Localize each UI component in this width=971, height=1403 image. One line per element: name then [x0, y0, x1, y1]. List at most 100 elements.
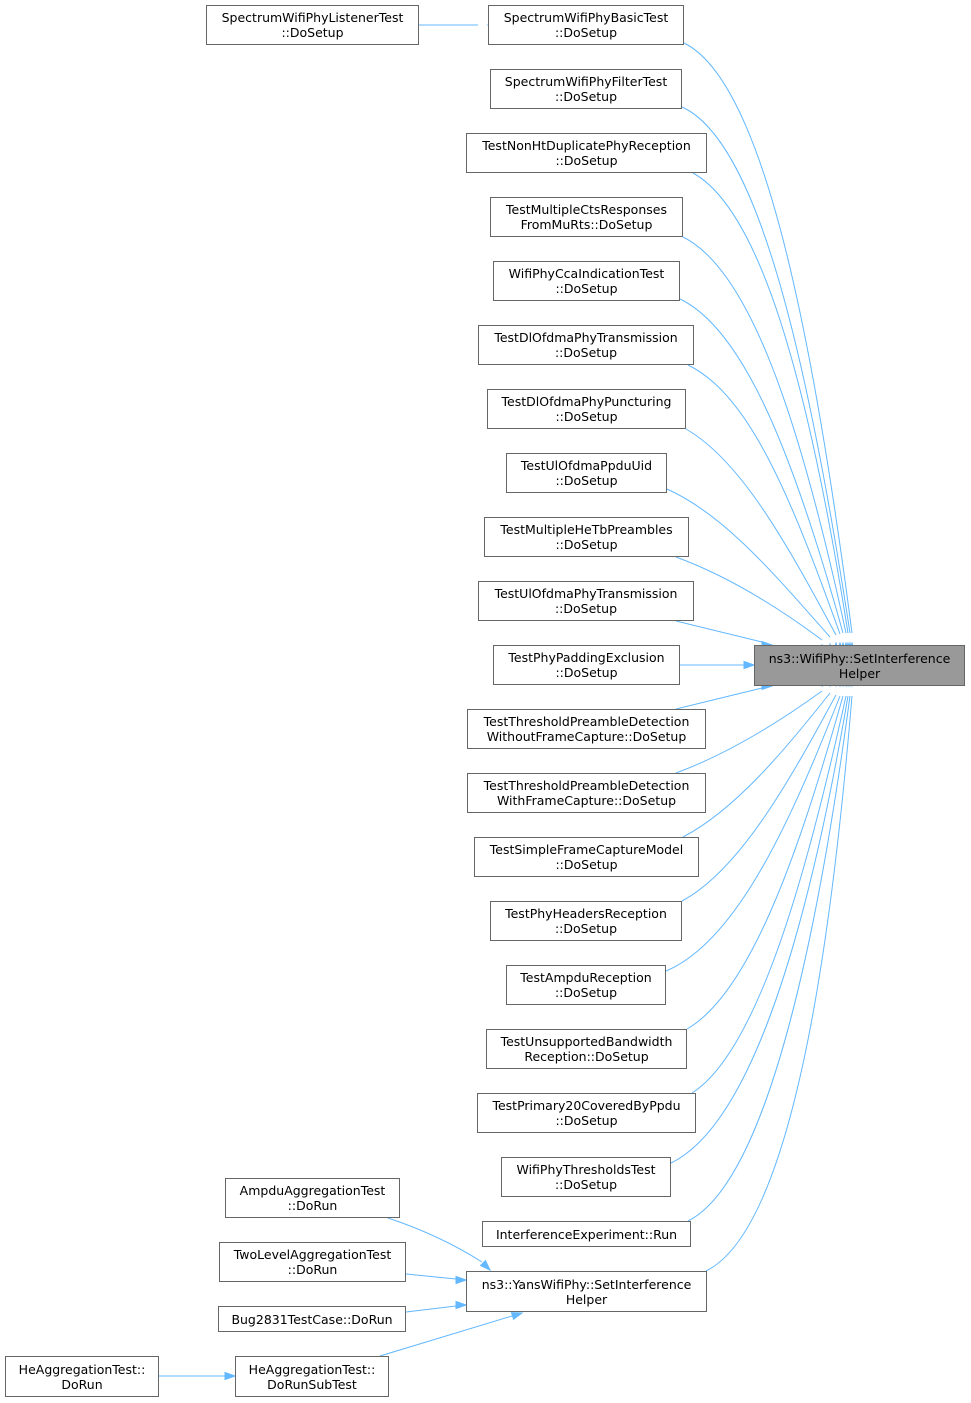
node-label-line-2: ::DoSetup [555, 857, 618, 872]
edge-line [691, 695, 847, 1094]
edge-unsupported-bandwidth-to-target [686, 675, 848, 1030]
edge-line [682, 692, 831, 838]
node-label-line-1: TestNonHtDuplicatePhyReception [482, 138, 691, 153]
edge-line [681, 106, 851, 634]
node-label-line-1: HeAggregationTest:: [248, 1361, 376, 1377]
node-interference-experiment[interactable]: InterferenceExperiment::Run [482, 1221, 691, 1247]
node-label-line-2: ::DoSetup [554, 1177, 618, 1192]
node-label-line-1: TestThresholdPreambleDetection [483, 714, 690, 729]
node-label-line-1: ns3::YansWifiPhy::SetInterference [481, 1276, 692, 1292]
node-primary20-covered[interactable]: TestPrimary20CoveredByPpdu ::DoSetup [477, 1093, 696, 1133]
node-label-line-2: ::DoSetup [555, 409, 618, 424]
node-label-line-1: TestUlOfdmaPpduUid [520, 458, 653, 473]
node-label-line-1: TestAmpduReception [520, 970, 652, 985]
node-label-line-2: Helper [838, 665, 881, 681]
edge-line [666, 488, 831, 638]
node-label-line-2: ::DoRun [287, 1198, 338, 1213]
node-ul-ofdma-transmission[interactable]: TestUlOfdmaPhyTransmission ::DoSetup [478, 581, 694, 621]
node-label-line-2: ::DoSetup [281, 25, 344, 40]
node-label-line-2: ::DoSetup [555, 473, 618, 488]
node-label-line-2: ::DoSetup [554, 345, 618, 360]
node-unsupported-bandwidth[interactable]: TestUnsupportedBandwidth Reception::DoSe… [486, 1029, 687, 1069]
edge-line [405, 1273, 457, 1280]
edge-spectrum-filter-to-target [681, 106, 855, 654]
node-label-line-2: ::DoSetup [555, 665, 618, 680]
node-label-line-1: TestPhyHeadersReception [505, 906, 667, 921]
edge-line [679, 298, 844, 634]
node-label-line-1: TestDlOfdmaPhyTransmission [494, 330, 678, 345]
node-he-aggregation-run[interactable]: HeAggregationTest:: DoRun [5, 1356, 159, 1397]
node-simple-frame-capture[interactable]: TestSimpleFrameCaptureModel ::DoSetup [474, 837, 699, 877]
node-label-line-2: ::DoRun [287, 1262, 338, 1277]
node-label-line-2: ::DoSetup [555, 1113, 618, 1128]
node-spectrum-filter[interactable]: SpectrumWifiPhyFilterTest ::DoSetup [490, 69, 682, 109]
node-spectrum-basic[interactable]: SpectrumWifiPhyBasicTest ::DoSetup [488, 5, 684, 45]
arrowhead-icon [479, 1259, 492, 1272]
node-ul-ofdma-ppdu-uid[interactable]: TestUlOfdmaPpduUid ::DoSetup [506, 453, 667, 493]
edge-primary20-covered-to-target [691, 675, 851, 1094]
node-label-line-2: DoRun [61, 1376, 103, 1392]
edge-line [687, 364, 841, 635]
edge-ampdu-aggregation-to-yans [387, 1217, 492, 1272]
node-label-line-1: WifiPhyCcaIndicationTest [508, 266, 665, 281]
edge-yans-set-interference-to-target [705, 675, 857, 1272]
node-label-line-2: ::DoSetup [554, 921, 618, 936]
edge-padding-exclusion-to-target [680, 660, 756, 670]
node-cca-indication[interactable]: WifiPhyCcaIndicationTest ::DoSetup [493, 261, 680, 301]
arrowhead-icon [455, 1300, 468, 1310]
node-label-line-1: Bug2831TestCase::DoRun [231, 1311, 393, 1327]
edge-line [681, 694, 837, 902]
node-label-line-1: TestMultipleCtsResponses [506, 202, 667, 217]
node-label-line-1: TestPrimary20CoveredByPpdu [492, 1098, 681, 1113]
node-dl-ofdma-puncturing[interactable]: TestDlOfdmaPhyPuncturing ::DoSetup [487, 389, 686, 429]
node-two-level-aggregation[interactable]: TwoLevelAggregationTest ::DoRun [219, 1242, 406, 1282]
node-dl-ofdma-transmission[interactable]: TestDlOfdmaPhyTransmission ::DoSetup [478, 325, 694, 365]
edge-ul-ofdma-ppdu-uid-to-target [666, 488, 835, 655]
node-bug2831[interactable]: Bug2831TestCase::DoRun [218, 1306, 406, 1332]
node-threshold-with-capture[interactable]: TestThresholdPreambleDetection WithFrame… [467, 773, 706, 813]
node-phy-headers-reception[interactable]: TestPhyHeadersReception ::DoSetup [490, 901, 682, 941]
node-multiple-he-tb[interactable]: TestMultipleHeTbPreambles ::DoSetup [484, 517, 689, 557]
node-threshold-without-capture[interactable]: TestThresholdPreambleDetection WithoutFr… [467, 709, 706, 749]
node-label-line-1: TestMultipleHeTbPreambles [500, 522, 673, 537]
arrowhead-icon [224, 1371, 237, 1381]
node-wifi-phy-thresholds[interactable]: WifiPhyThresholdsTest ::DoSetup [501, 1157, 671, 1197]
node-he-aggregation-subtest[interactable]: HeAggregationTest:: DoRunSubTest [235, 1356, 389, 1397]
node-label-line-2: ::DoSetup [554, 25, 618, 40]
edge-wifi-phy-thresholds-to-target [670, 675, 853, 1164]
node-label-line-2: ::DoSetup [554, 601, 618, 616]
edge-bug2831-to-yans [405, 1300, 468, 1313]
node-label-line-1: TestUnsupportedBandwidth [500, 1034, 673, 1049]
node-label-line-1: TestSimpleFrameCaptureModel [489, 842, 684, 857]
node-label-line-2: ::DoSetup [554, 89, 618, 104]
edge-threshold-without-capture-to-target [675, 681, 774, 710]
edge-multiple-he-tb-to-target [675, 556, 824, 656]
edge-he-aggregation-subtest-to-yans [379, 1312, 524, 1357]
node-multiple-cts[interactable]: TestMultipleCtsResponses FromMuRts::DoSe… [490, 197, 683, 237]
node-padding-exclusion[interactable]: TestPhyPaddingExclusion ::DoSetup [493, 645, 680, 685]
edge-line [387, 1217, 483, 1263]
node-label-line-1: HeAggregationTest:: [18, 1361, 146, 1377]
node-yans-set-interference[interactable]: ns3::YansWifiPhy::SetInterference Helper [466, 1271, 707, 1312]
node-label-line-1: ns3::WifiPhy::SetInterference [768, 650, 951, 666]
edge-spectrum-listener-to-spectrum-basic [419, 20, 499, 30]
node-label-line-1: AmpduAggregationTest [239, 1183, 386, 1198]
node-target: ns3::WifiPhy::SetInterference Helper [754, 645, 965, 686]
node-label-line-2: WithFrameCapture::DoSetup [496, 793, 677, 808]
node-spectrum-listener[interactable]: SpectrumWifiPhyListenerTest ::DoSetup [206, 5, 419, 45]
arrowhead-icon [743, 660, 756, 670]
edge-line [683, 42, 853, 634]
edge-line [675, 620, 763, 643]
edge-line [692, 172, 849, 634]
node-ampdu-aggregation[interactable]: AmpduAggregationTest ::DoRun [225, 1178, 400, 1218]
node-label-line-1: TestPhyPaddingExclusion [508, 650, 665, 665]
edge-line [675, 690, 823, 774]
node-nonht-duplicate[interactable]: TestNonHtDuplicatePhyReception ::DoSetup [466, 133, 707, 173]
edge-line [686, 695, 844, 1030]
node-label-line-1: SpectrumWifiPhyBasicTest [503, 10, 669, 25]
arrowhead-icon [455, 1275, 468, 1285]
node-ampdu-reception[interactable]: TestAmpduReception ::DoSetup [506, 965, 666, 1005]
node-label-line-2: ::DoSetup [555, 153, 618, 168]
